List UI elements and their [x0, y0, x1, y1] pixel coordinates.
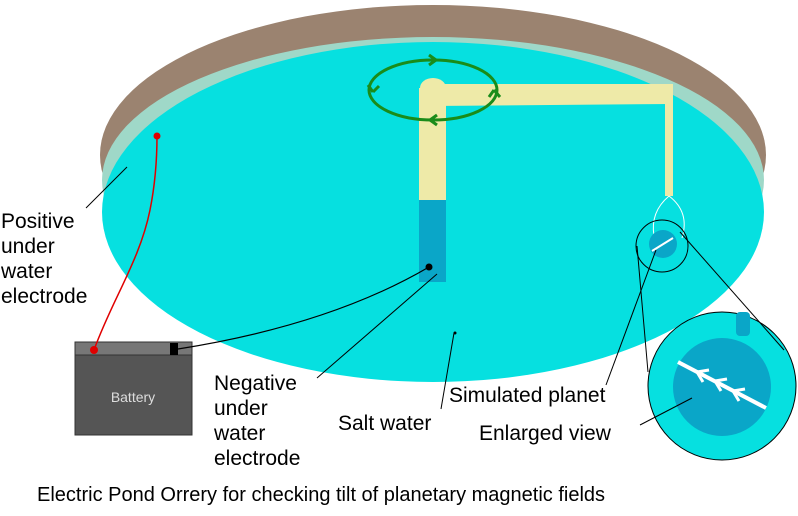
- leader-salt-dot: [453, 331, 457, 335]
- label-positive-electrode: Positive under water electrode: [1, 209, 87, 309]
- diagram-caption: Electric Pond Orrery for checking tilt o…: [37, 484, 606, 506]
- positive-wire: [93, 135, 158, 351]
- label-line: water: [1, 260, 53, 283]
- leader-salt: [440, 332, 455, 410]
- label-enlarged-view: Enlarged view: [479, 422, 611, 445]
- simulated-planet-outline: [635, 219, 689, 273]
- rotation-ring: [367, 58, 499, 122]
- negative-wire: [177, 266, 430, 350]
- enlarged-view-mount: [736, 312, 750, 336]
- battery-label: Battery: [111, 389, 155, 405]
- rotation-arrow-bottom: [429, 113, 438, 127]
- label-line: Negative: [214, 372, 297, 395]
- enlarged-view-field-arrows: [695, 368, 746, 402]
- rotation-arrow-left: [366, 84, 381, 94]
- simulated-planet-axis: [651, 237, 674, 252]
- label-line: electrode: [214, 447, 301, 470]
- label-salt-water: Salt water: [338, 412, 432, 435]
- label-line: under: [1, 235, 55, 258]
- label-line: under: [214, 397, 268, 420]
- leader-planet: [605, 249, 657, 386]
- positive-electrode: [153, 132, 161, 140]
- planet-thread-right: [668, 195, 685, 239]
- negative-electrode: [419, 200, 446, 282]
- enlarged-view-axis: [677, 360, 767, 410]
- zoom-line-left: [636, 245, 649, 373]
- arm-drop: [665, 84, 673, 196]
- rotation-arrow-top: [428, 53, 437, 67]
- battery-negative-terminal: [170, 343, 178, 355]
- zoom-line-right: [679, 231, 785, 351]
- planet-thread-left: [652, 195, 670, 237]
- label-simulated-planet: Simulated planet: [449, 384, 606, 407]
- label-line: electrode: [1, 285, 88, 308]
- label-negative-electrode: Negative under water electrode: [214, 371, 300, 471]
- rotation-arrow-right: [487, 89, 502, 98]
- leader-enlarged: [639, 397, 693, 426]
- battery-body: [74, 354, 193, 436]
- leader-negative: [316, 273, 438, 379]
- arm-horizontal: [432, 84, 672, 106]
- label-line: water: [214, 422, 266, 445]
- arm-vertical-post: [419, 88, 446, 200]
- leader-positive: [85, 166, 128, 209]
- label-line: Positive: [1, 210, 75, 233]
